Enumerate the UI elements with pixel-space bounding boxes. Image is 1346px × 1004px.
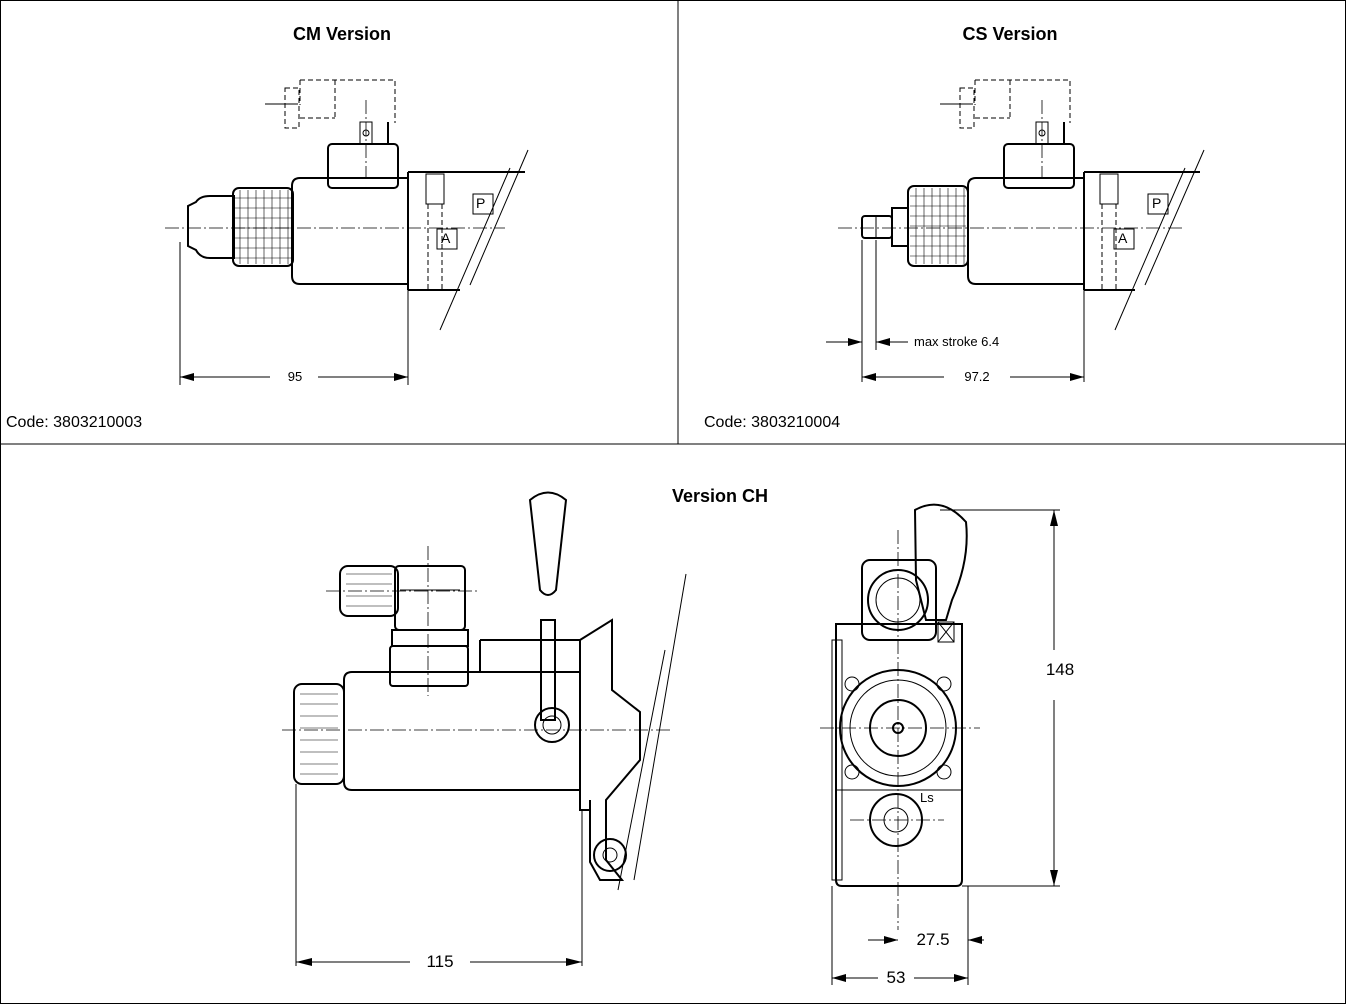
cm-version-title: CM Version xyxy=(292,24,392,44)
cm-valve-drawing xyxy=(165,79,529,385)
cs-version-title: CS Version xyxy=(962,24,1058,44)
ch-offset-dimension: 27.5 xyxy=(916,930,950,949)
cm-knurl-hatch xyxy=(235,190,291,264)
ch-ls-port-label: Ls xyxy=(920,790,934,805)
cm-length-dimension: 95 xyxy=(287,369,303,384)
ch-side-view-drawing xyxy=(282,491,687,966)
ch-version-title: Version CH xyxy=(671,486,769,506)
ch-length-dimension: 115 xyxy=(426,952,454,971)
cm-port-p-label: P xyxy=(476,195,486,211)
ch-height-dimension: 148 xyxy=(1045,660,1075,679)
ch-width-dimension: 53 xyxy=(886,968,906,987)
cm-port-a-label: A xyxy=(441,230,451,246)
cs-code-label: Code: 3803210004 xyxy=(704,414,841,431)
cm-code-label: Code: 3803210003 xyxy=(6,414,143,431)
cs-port-a-label: A xyxy=(1118,230,1128,246)
cs-knurl-hatch xyxy=(910,188,966,264)
cs-port-p-label: P xyxy=(1152,195,1162,211)
cs-length-dimension: 97.2 xyxy=(964,369,990,384)
cs-valve-drawing xyxy=(826,79,1205,382)
ch-front-view-drawing xyxy=(820,503,1060,985)
cs-stroke-dimension: max stroke 6.4 xyxy=(914,334,1000,349)
